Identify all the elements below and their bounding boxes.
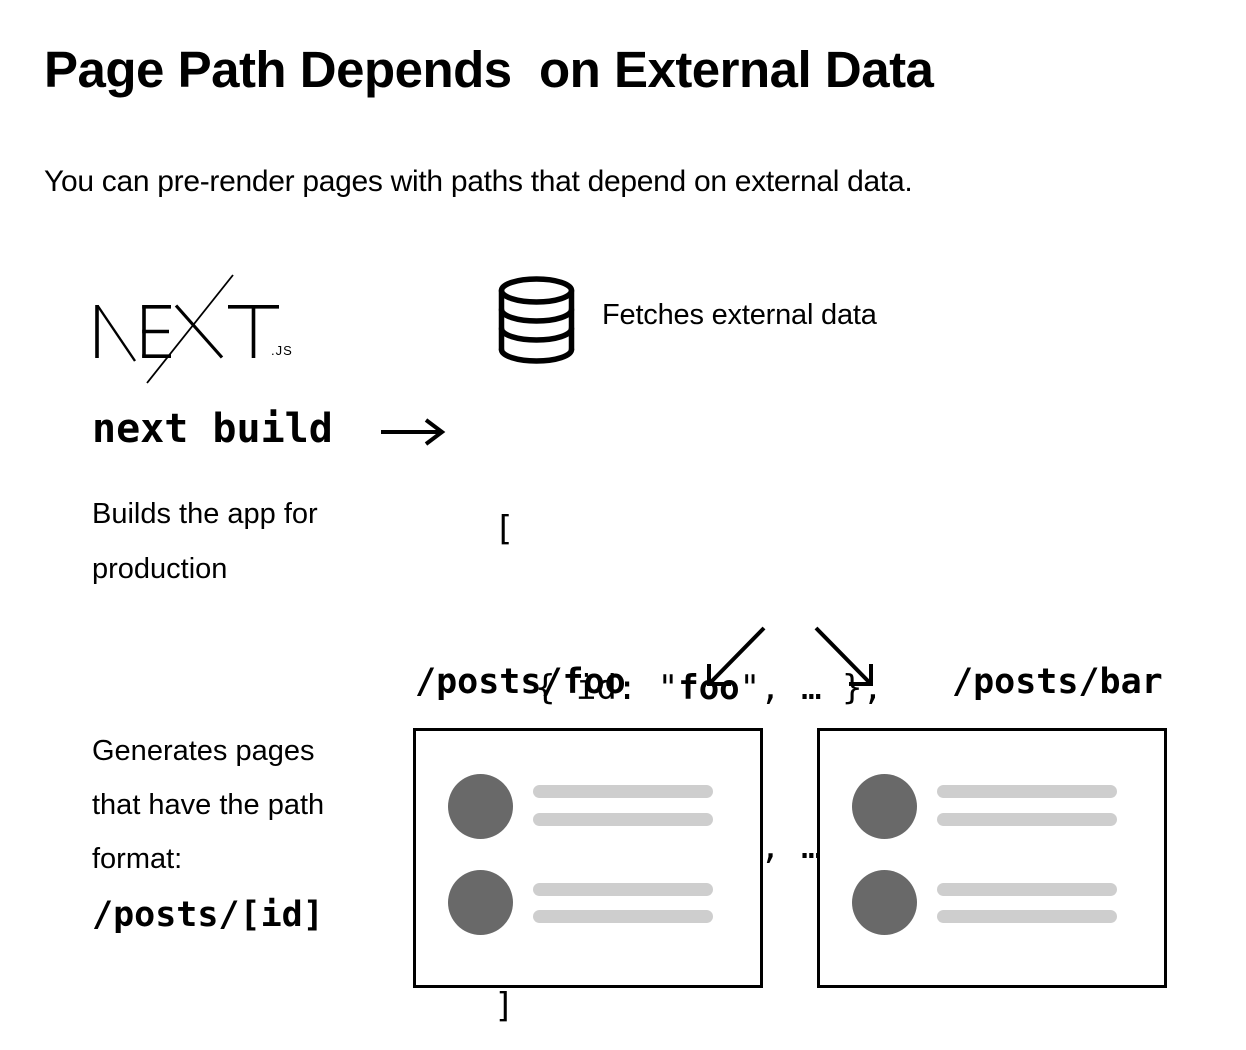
fetches-label: Fetches external data [602,299,877,331]
generates-line: format: [92,843,183,875]
code-text: { id: " [494,668,679,708]
code-line-open: [ [494,509,515,549]
page-mockup-foo [413,728,763,988]
generates-line: that have the path [92,789,325,821]
build-description: Builds the app for production [92,487,318,597]
text-placeholder-bar [533,883,713,896]
next-build-command: next build [92,406,333,452]
code-line: { id: "foo", … }, [494,662,883,715]
generates-description: Generates pages that have the path forma… [92,724,324,886]
subtitle: You can pre-render pages with paths that… [44,165,913,198]
arrow-down-left-icon [707,626,766,686]
text-placeholder-bar [533,910,713,923]
nextjs-logo: .JS [95,274,293,384]
build-description-line: Builds the app for [92,498,318,530]
path-label-foo: /posts/foo [415,662,626,702]
generates-line: Generates pages [92,735,315,767]
avatar [852,774,917,839]
page-mockup-bar [817,728,1167,988]
arrow-right-icon [381,418,446,446]
path-label-bar: /posts/bar [952,662,1163,702]
text-placeholder-bar [937,910,1117,923]
nextjs-logo-js-suffix: .JS [271,343,293,358]
branch-arrows [707,626,873,686]
page-title: Page Path Depends on External Data [44,41,934,98]
text-placeholder-bar [937,883,1117,896]
avatar [852,870,917,935]
text-placeholder-bar [937,785,1117,798]
text-placeholder-bar [533,813,713,826]
text-placeholder-bar [937,813,1117,826]
build-description-line: production [92,553,228,585]
text-placeholder-bar [533,785,713,798]
avatar [448,774,513,839]
arrow-down-right-icon [814,626,873,686]
avatar [448,870,513,935]
database-icon [498,276,575,364]
code-line-close: ] [494,986,515,1026]
path-format: /posts/[id] [92,895,324,935]
